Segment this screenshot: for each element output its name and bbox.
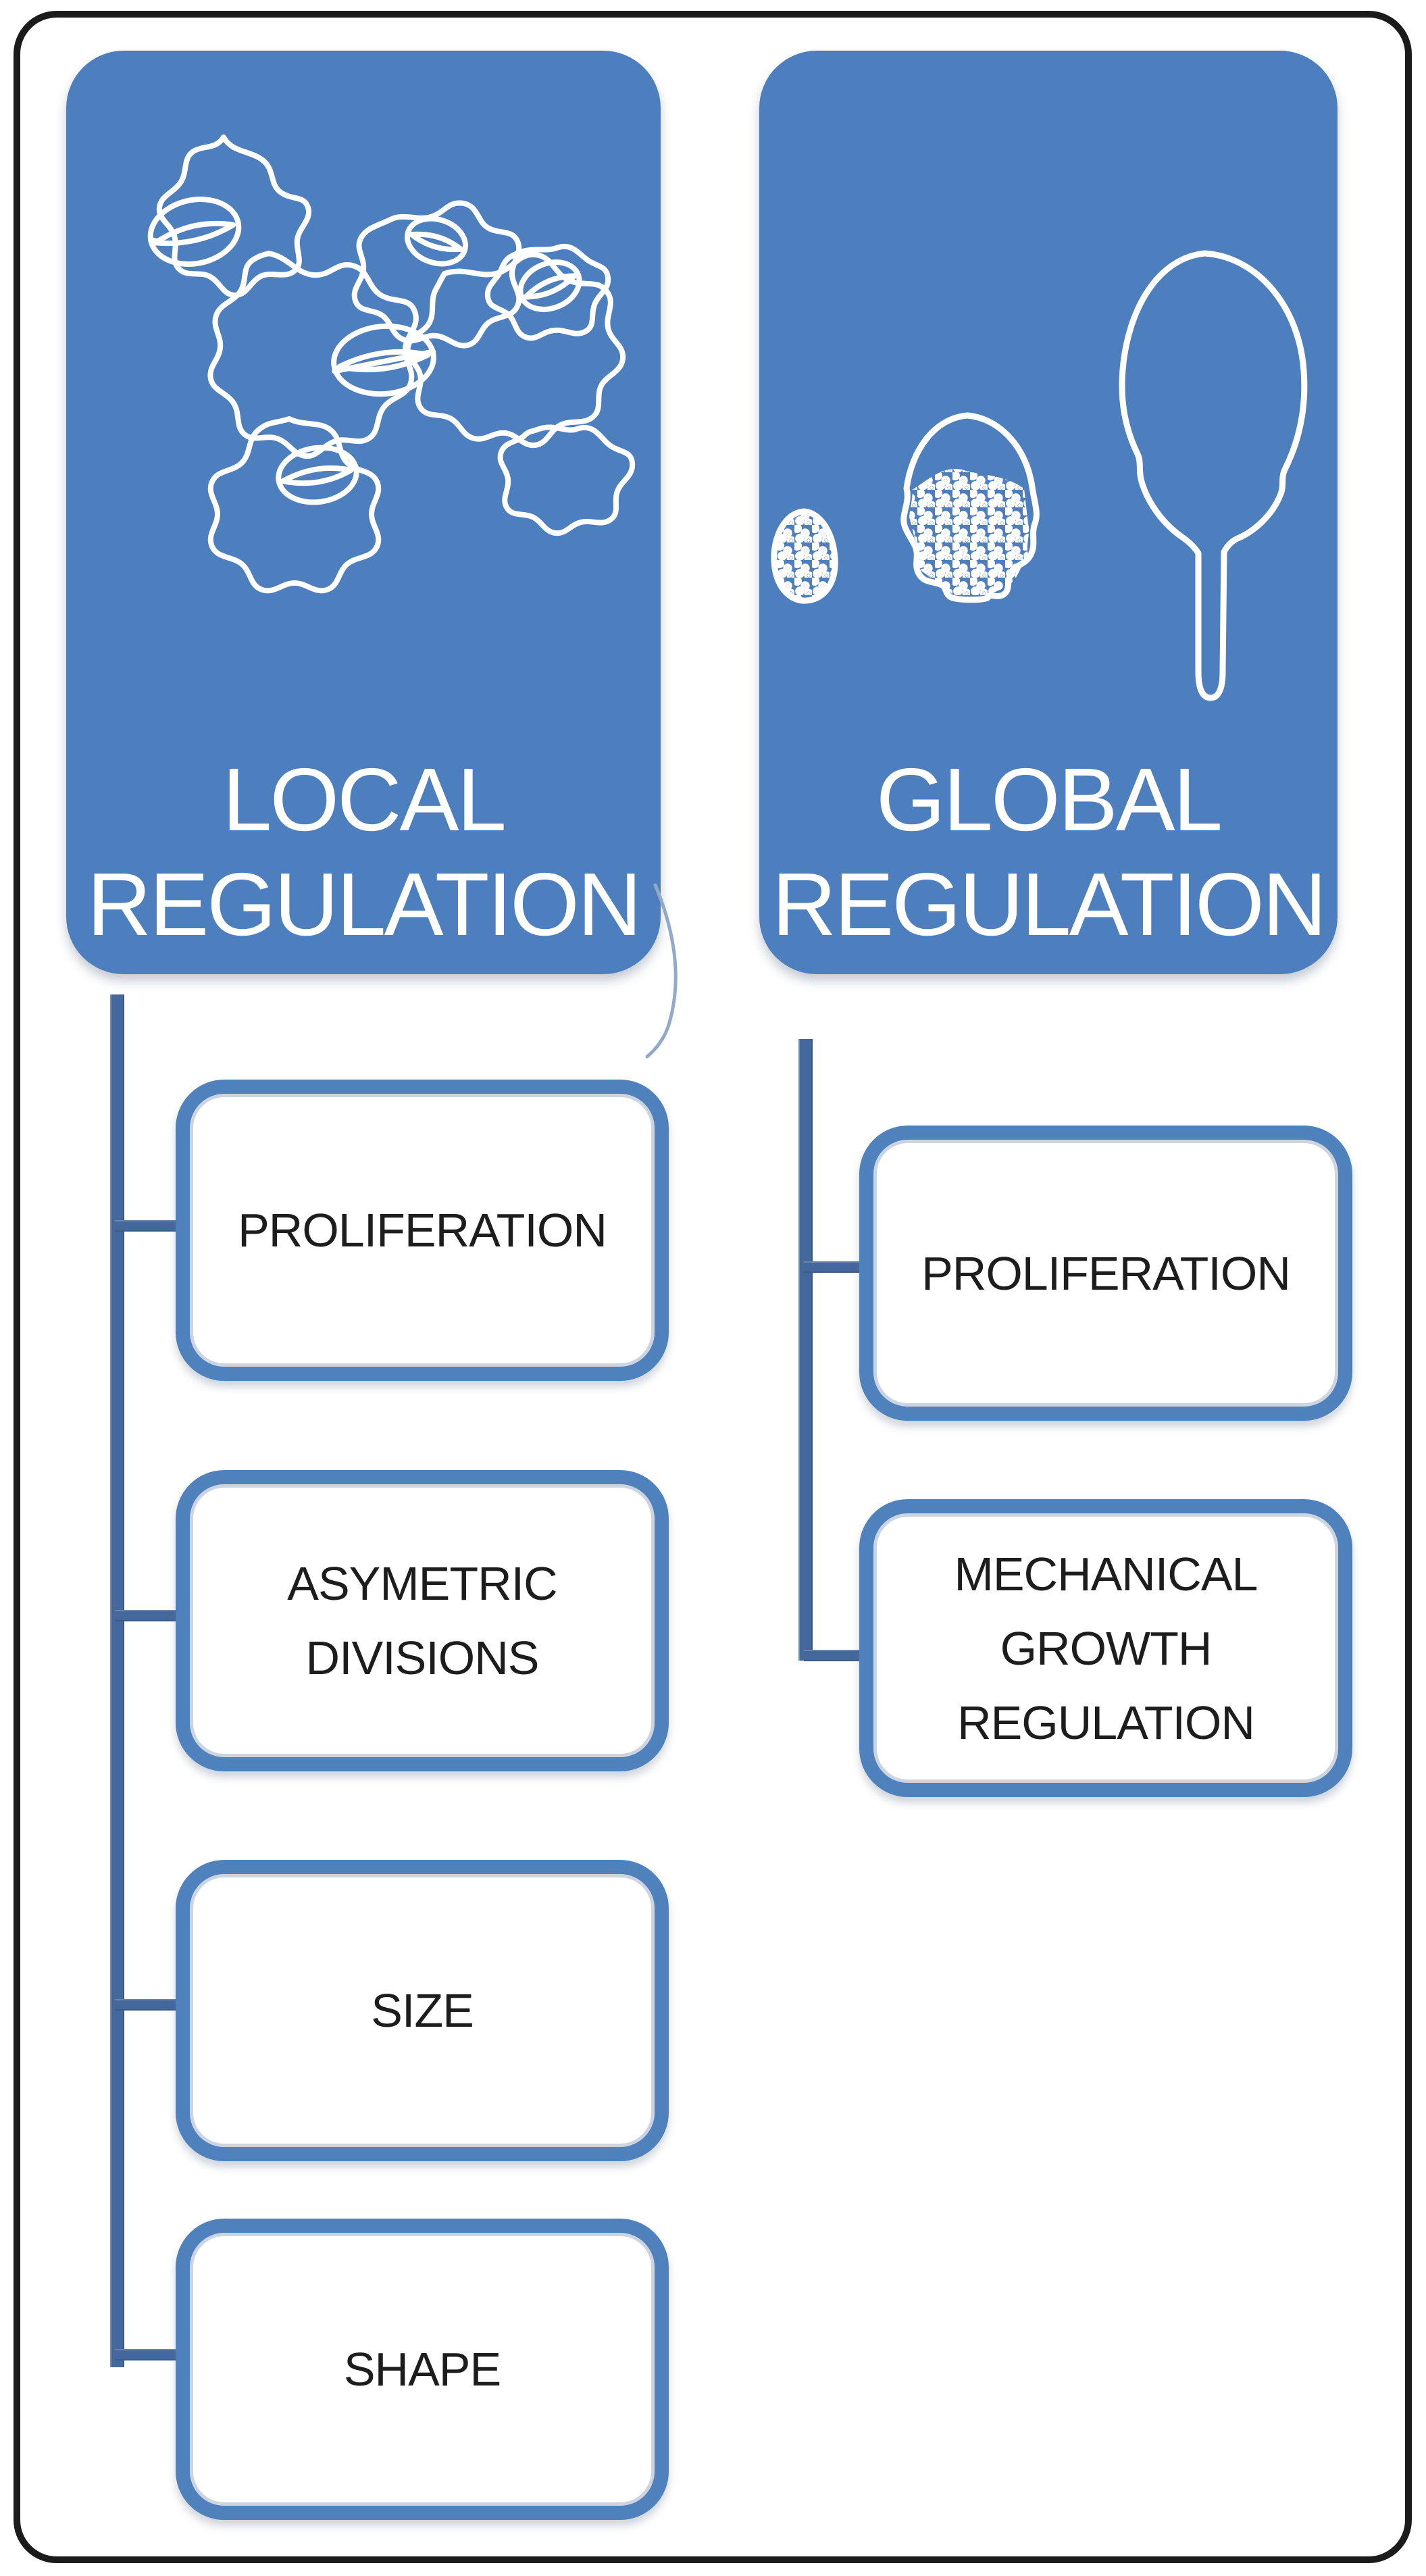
local-panel-title-line2: REGULATION [86, 854, 642, 954]
diagram-node-local-proliferation: PROLIFERATION [176, 1080, 669, 1381]
diagram-node-global-mechanical-growth-regulation: MECHANICAL GROWTH REGULATION [859, 1499, 1352, 1797]
local-panel-title-line1: LOCAL [222, 750, 507, 850]
node-label-line: SIZE [371, 1984, 474, 2037]
node-label-line: REGULATION [957, 1696, 1255, 1749]
global-connector-branch-1 [804, 1261, 865, 1273]
node-label-line: SHAPE [343, 2343, 501, 2396]
stoma-icon [276, 445, 359, 505]
local-regulation-panel: LOCAL REGULATION [66, 51, 661, 974]
mature-leaf-icon [1119, 250, 1308, 701]
leaf-primordium-medium-icon [900, 412, 1040, 603]
stray-mark [645, 883, 678, 1059]
pavement-cell-outline [484, 244, 611, 341]
local-connector-trunk [110, 994, 124, 2367]
global-panel-title: GLOBAL REGULATION [759, 748, 1338, 957]
global-panel-title-line1: GLOBAL [875, 750, 1223, 850]
pavement-cell-outline [351, 200, 522, 349]
node-label-line: GROWTH [1000, 1621, 1213, 1675]
leaf-primordium-small-icon [771, 508, 838, 604]
diagram-node-global-proliferation: PROLIFERATION [859, 1126, 1352, 1421]
outer-frame [14, 11, 1412, 2563]
global-connector-trunk [798, 1039, 813, 1661]
local-connector-branch-1 [115, 1220, 181, 1232]
pavement-cell-outline [207, 251, 419, 459]
global-regulation-panel: GLOBAL REGULATION [759, 51, 1338, 974]
global-panel-title-line2: REGULATION [771, 854, 1327, 954]
local-connector-branch-3 [115, 1999, 181, 2011]
node-label-line: PROLIFERATION [921, 1246, 1291, 1300]
node-label-line: ASYMETRIC [287, 1557, 557, 1610]
pavement-cells-illustration [147, 134, 636, 594]
diagram-node-local-shape: SHAPE [176, 2219, 669, 2520]
diagram-node-local-asymetric-divisions: ASYMETRIC DIVISIONS [176, 1470, 669, 1771]
node-label-line: MECHANICAL [954, 1547, 1258, 1600]
local-connector-branch-4 [115, 2349, 181, 2360]
global-connector-branch-2 [804, 1650, 865, 1661]
pavement-cell-outline [497, 424, 636, 536]
stoma-icon [405, 216, 468, 267]
local-panel-title: LOCAL REGULATION [66, 748, 661, 957]
diagram-node-local-size: SIZE [176, 1860, 669, 2161]
stoma-icon [517, 259, 582, 312]
node-label-line: DIVISIONS [305, 1632, 540, 1684]
node-label-line: PROLIFERATION [238, 1204, 607, 1257]
leaf-stages-illustration [771, 250, 1308, 701]
stoma-icon [147, 197, 242, 267]
local-connector-branch-2 [115, 1610, 181, 1621]
pavement-cell-outline [207, 416, 382, 594]
